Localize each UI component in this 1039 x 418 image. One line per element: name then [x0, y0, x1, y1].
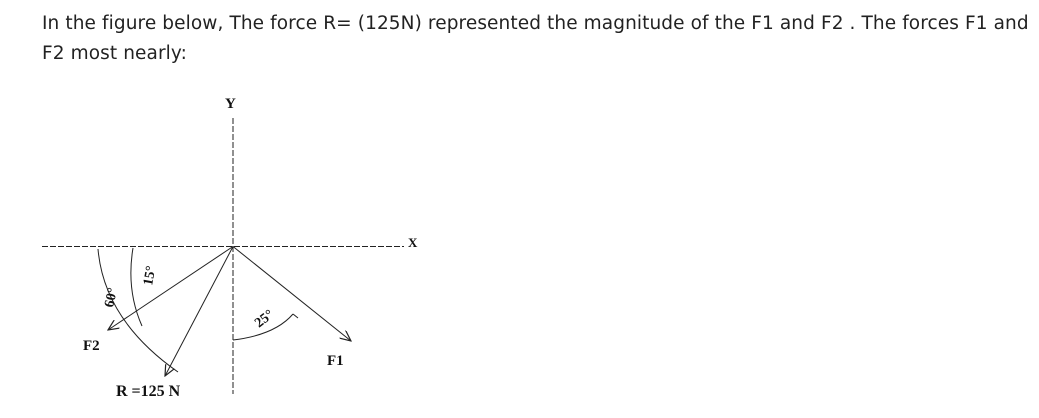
angle-label-15: 15°: [141, 265, 159, 287]
force-f1-label: F1: [327, 353, 344, 369]
angle-arc-25: [232, 313, 294, 341]
angle-label-60: 60°: [102, 287, 121, 309]
angle-arc-15: [130, 247, 143, 327]
resultant-label: R =125 N: [116, 383, 181, 400]
angle-arc-60: [97, 248, 179, 373]
force-f1-arrow: [232, 246, 351, 342]
force-f2-label: F2: [83, 338, 100, 354]
resultant-arrow: [165, 246, 234, 377]
force-f2-arrow: [108, 246, 234, 331]
angle-arc-25-tick: [292, 313, 299, 319]
angle-label-25: 25°: [252, 307, 277, 331]
question-text: In the figure below, The force R= (125N)…: [42, 13, 1029, 64]
y-axis-label: Y: [225, 96, 236, 112]
x-axis-label: X: [408, 235, 418, 250]
